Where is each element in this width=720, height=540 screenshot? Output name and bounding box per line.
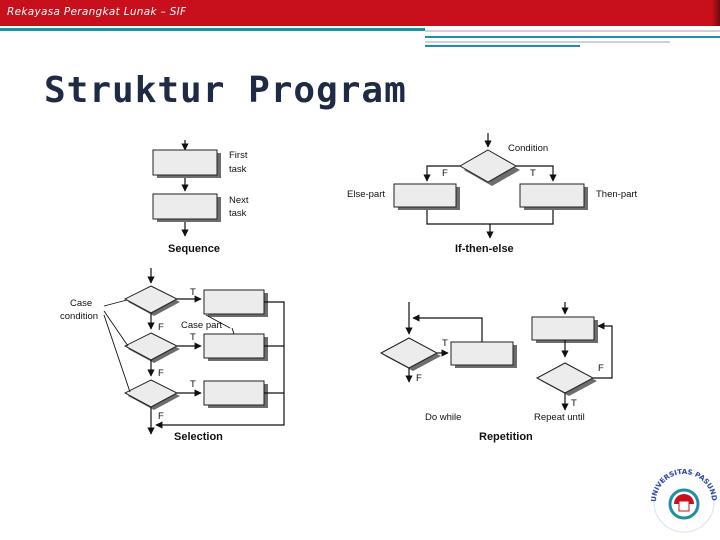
case-false-label-2: F (158, 368, 164, 379)
header-stripe-teal (0, 28, 425, 31)
case-diamond-3 (123, 379, 179, 408)
sequence-next-task-box (152, 193, 218, 220)
then-part-label: Then-part (596, 189, 638, 200)
sequence-first-label-2: task (229, 164, 247, 175)
header-bar (0, 0, 712, 26)
case-condition-label-2: condition (60, 311, 98, 322)
sequence-next-label-2: task (229, 208, 247, 219)
sequence-caption: Sequence (168, 243, 220, 255)
case-true-label-1: T (190, 287, 196, 298)
case-diamond-2 (123, 332, 179, 361)
sequence-diagram: First task Next task Sequence (152, 140, 249, 255)
repeat-until-label: Repeat until (534, 412, 585, 423)
else-part-box (393, 183, 457, 208)
repetition-caption: Repetition (479, 431, 533, 443)
logo-ring (653, 471, 715, 533)
if-then-else-caption: If-then-else (455, 243, 514, 255)
case-condition-label-1: Case (70, 298, 92, 309)
header-stripe-gray-lower (425, 41, 670, 43)
case-false-label-1: F (158, 322, 164, 333)
sequence-next-label-1: Next (229, 195, 249, 206)
repetition-do-while-diagram: T F Do while (379, 302, 517, 423)
logo-emblem-book (678, 500, 690, 512)
case-box-1 (203, 289, 265, 315)
while-diamond (379, 337, 439, 369)
if-true-label: T (530, 168, 536, 179)
until-false-label: F (598, 363, 604, 374)
selection-caption: Selection (174, 431, 223, 443)
if-condition-label: Condition (508, 143, 548, 154)
if-then-else-diagram: Condition F T Else-part Then-part If-the… (347, 133, 638, 255)
until-true-label: T (571, 398, 577, 409)
case-false-label-3: F (158, 411, 164, 422)
header-text: Rekayasa Perangkat Lunak – SIF (7, 6, 187, 18)
case-true-label-3: T (190, 379, 196, 390)
until-diamond (535, 362, 595, 394)
university-logo: UNIVERSITAS PASUNDAN (648, 462, 718, 533)
if-condition-diamond (458, 149, 518, 183)
selection-diagram: Case condition T F Case part T F T F Sel… (60, 268, 285, 443)
header-stripe-teal-short (425, 45, 580, 47)
while-false-label: F (416, 373, 422, 384)
header-stripe-teal-right (425, 36, 720, 38)
else-part-label: Else-part (347, 189, 385, 200)
sequence-first-task-box (152, 149, 218, 176)
header-bar-edge (712, 0, 720, 26)
case-box-2 (203, 333, 265, 359)
until-body-box (531, 316, 595, 341)
while-body-box (450, 341, 514, 366)
then-part-box (519, 183, 585, 208)
case-part-label: Case part (181, 320, 223, 331)
if-false-label: F (442, 168, 448, 179)
do-while-label: Do while (425, 412, 461, 423)
case-diamond-1 (123, 285, 179, 314)
page-title: Struktur Program (44, 70, 407, 111)
while-true-label: T (442, 338, 448, 349)
header-stripe-gray (425, 30, 720, 32)
case-true-label-2: T (190, 332, 196, 343)
repetition-repeat-until-diagram: F T Repeat until (531, 302, 613, 423)
sequence-first-label-1: First (229, 150, 248, 161)
case-box-3 (203, 380, 265, 406)
